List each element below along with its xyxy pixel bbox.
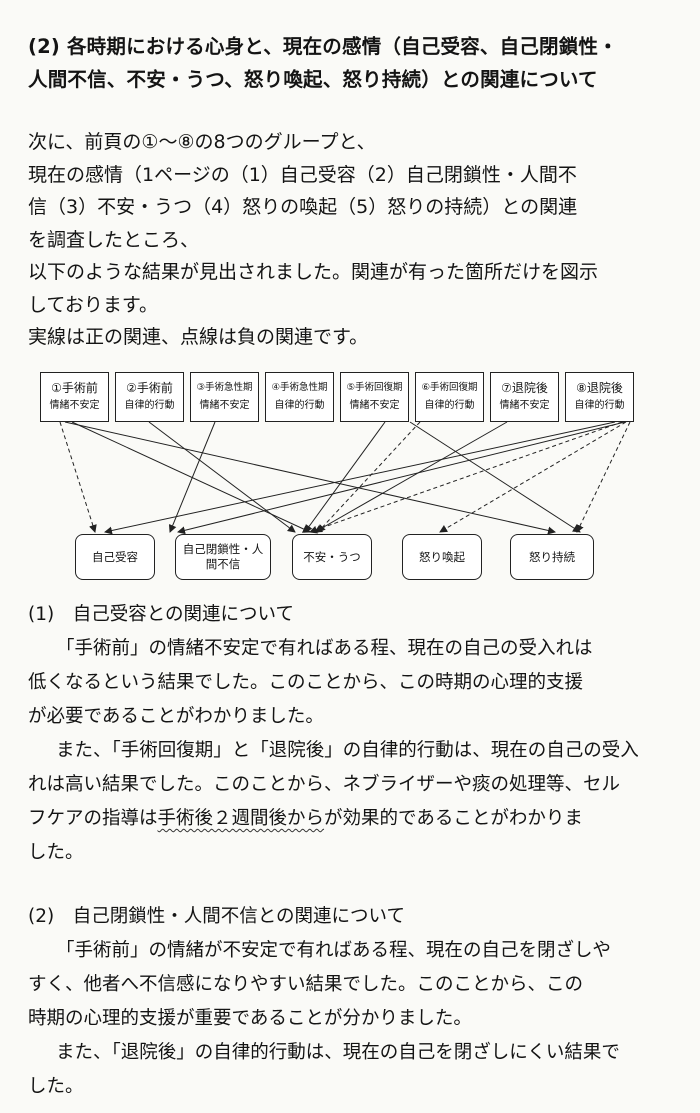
section-1: (1) 自己受容との関連について 「手術前」の情緒不安定で有ればある程、現在の自… xyxy=(28,598,678,870)
paragraph-line: した。 xyxy=(28,842,84,863)
arrow-solid-5-to-3 xyxy=(304,421,386,533)
arrow-solid-6-to-5 xyxy=(409,421,581,533)
group-state: 情緒不安定 xyxy=(349,400,400,411)
paragraph-line: した。 xyxy=(28,1076,84,1097)
target-anxiety-depression: 不安・うつ xyxy=(292,534,372,580)
paragraph-line: が必要であることがわかりました。 xyxy=(28,706,324,727)
group-label: ⑦退院後 xyxy=(501,381,548,395)
section-heading: (2) 各時期における心身と、現在の感情（自己受容、自己閉鎖性・ 人間不信、不安… xyxy=(28,30,678,96)
paragraph-line: また、「手術回復期」と「退院後」の自律的行動は、現在の自己の受入 xyxy=(56,740,639,761)
relationship-diagram: ①手術前 情緒不安定 ②手術前 自律的行動 ③手術急性期 情緒不安定 ④手術急性… xyxy=(40,372,640,587)
group-label: ①手術前 xyxy=(51,381,98,395)
target-label: 自己閉鎖性・人 xyxy=(182,542,264,556)
arrow-dashed-8-to-3 xyxy=(309,421,623,534)
intro-line: 次に、前頁の①～⑧の8つのグループと、 xyxy=(28,131,376,153)
intro-line: 信（3）不安・うつ（4）怒りの喚起（5）怒りの持続）との関連 xyxy=(28,196,578,218)
group-label: ⑧退院後 xyxy=(576,381,623,395)
group-state: 情緒不安定 xyxy=(199,400,250,411)
heading-line-2: 人間不信、不安・うつ、怒り喚起、怒り持続）との関連について xyxy=(28,68,598,91)
section-1-title: (1) 自己受容との関連について xyxy=(28,604,294,625)
target-label: 怒り持続 xyxy=(529,549,575,564)
group-label: ④手術急性期 xyxy=(271,382,328,393)
paragraph-line: 低くなるという結果でした。このことから、この時期の心理的支援 xyxy=(28,672,584,693)
arrow-solid-1-to-2 xyxy=(71,421,311,533)
intro-line: しております。 xyxy=(28,293,158,316)
heading-line-1: (2) 各時期における心身と、現在の感情（自己受容、自己閉鎖性・ xyxy=(28,35,618,58)
group-state: 自律的行動 xyxy=(424,400,475,411)
paragraph-line: また、「退院後」の自律的行動は、現在の自己を閉ざしにくい結果で xyxy=(56,1042,620,1063)
group-label: ⑤手術回復期 xyxy=(346,382,403,393)
relationship-arrows xyxy=(59,421,631,535)
group-box-6: ⑥手術回復期 自律的行動 xyxy=(415,372,484,422)
group-box-1: ①手術前 情緒不安定 xyxy=(40,372,109,422)
arrow-solid-1-to-5 xyxy=(64,421,556,535)
group-state: 自律的行動 xyxy=(124,400,175,411)
group-box-2: ②手術前 自律的行動 xyxy=(115,372,184,422)
section-2-title: (2) 自己閉鎖性・人間不信との関連について xyxy=(28,906,405,927)
intro-line: 現在の感情（1ページの（1）自己受容（2）自己閉鎖性・人間不 xyxy=(28,163,577,186)
group-state: 自律的行動 xyxy=(274,400,325,411)
wavy-underlined-text: 手術後２週間後から xyxy=(157,808,325,829)
group-state: 情緒不安定 xyxy=(499,400,550,411)
group-box-7: ⑦退院後 情緒不安定 xyxy=(490,372,559,422)
section-2: (2) 自己閉鎖性・人間不信との関連について 「手術前」の情緒が不安定で有ればあ… xyxy=(28,900,678,1104)
arrow-dashed-1-to-1 xyxy=(59,421,97,533)
arrow-dashed-8-to-4 xyxy=(439,421,627,533)
arrow-dashed-6-to-3 xyxy=(317,421,421,533)
target-label: 間不信 xyxy=(205,557,241,571)
intro-line: 実線は正の関連、点線は負の関連です。 xyxy=(28,326,369,348)
group-label: ②手術前 xyxy=(126,381,173,395)
arrow-solid-7-to-3 xyxy=(314,421,508,533)
target-anger-arousal: 怒り喚起 xyxy=(402,534,482,580)
paragraph-line: すく、他者へ不信感になりやすい結果でした。このことから、この xyxy=(28,974,584,995)
arrow-solid-8-to-1 xyxy=(104,421,616,535)
group-box-4: ④手術急性期 自律的行動 xyxy=(265,372,334,422)
group-box-5: ⑤手術回復期 情緒不安定 xyxy=(340,372,409,422)
paragraph-line: 時期の心理的支援が重要であることが分かりました。 xyxy=(28,1008,472,1029)
arrow-solid-2-to-3 xyxy=(148,421,296,533)
group-state: 情緒不安定 xyxy=(49,400,100,411)
group-box-3: ③手術急性期 情緒不安定 xyxy=(190,372,259,422)
intro-line: 以下のような結果が見出されました。関連が有った箇所だけを図示 xyxy=(28,261,599,283)
target-anger-persistence: 怒り持続 xyxy=(510,534,594,580)
group-label: ③手術急性期 xyxy=(196,382,253,393)
paragraph-line: 「手術前」の情緒不安定で有ればある程、現在の自己の受入れは xyxy=(56,638,593,659)
text-run: フケアの指導は xyxy=(28,808,158,829)
arrow-solid-3-to-2 xyxy=(168,421,216,533)
target-label: 不安・うつ xyxy=(303,549,361,564)
arrow-dashed-8-to-5 xyxy=(576,421,631,533)
text-run: が効果的であることがわかりま xyxy=(324,808,583,829)
paragraph-line: フケアの指導は手術後２週間後からが効果的であることがわかりま xyxy=(28,802,678,836)
intro-line: を調査したところ、 xyxy=(28,228,200,251)
group-label: ⑥手術回復期 xyxy=(421,382,478,393)
target-label: 怒り喚起 xyxy=(419,549,465,564)
group-box-8: ⑧退院後 自律的行動 xyxy=(565,372,634,422)
arrow-solid-8-to-2 xyxy=(177,421,626,535)
paragraph-line: 「手術前」の情緒が不安定で有ればある程、現在の自己を閉ざしや xyxy=(56,940,611,961)
target-self-acceptance: 自己受容 xyxy=(75,534,155,580)
intro-paragraph: 次に、前頁の①～⑧の8つのグループと、 現在の感情（1ページの（1）自己受容（2… xyxy=(28,126,678,354)
paragraph-line: れは高い結果でした。このことから、ネブライザーや痰の処理等、セル xyxy=(28,774,621,795)
target-self-closure: 自己閉鎖性・人 間不信 xyxy=(175,534,271,580)
group-state: 自律的行動 xyxy=(574,400,625,411)
target-label: 自己受容 xyxy=(92,549,138,564)
